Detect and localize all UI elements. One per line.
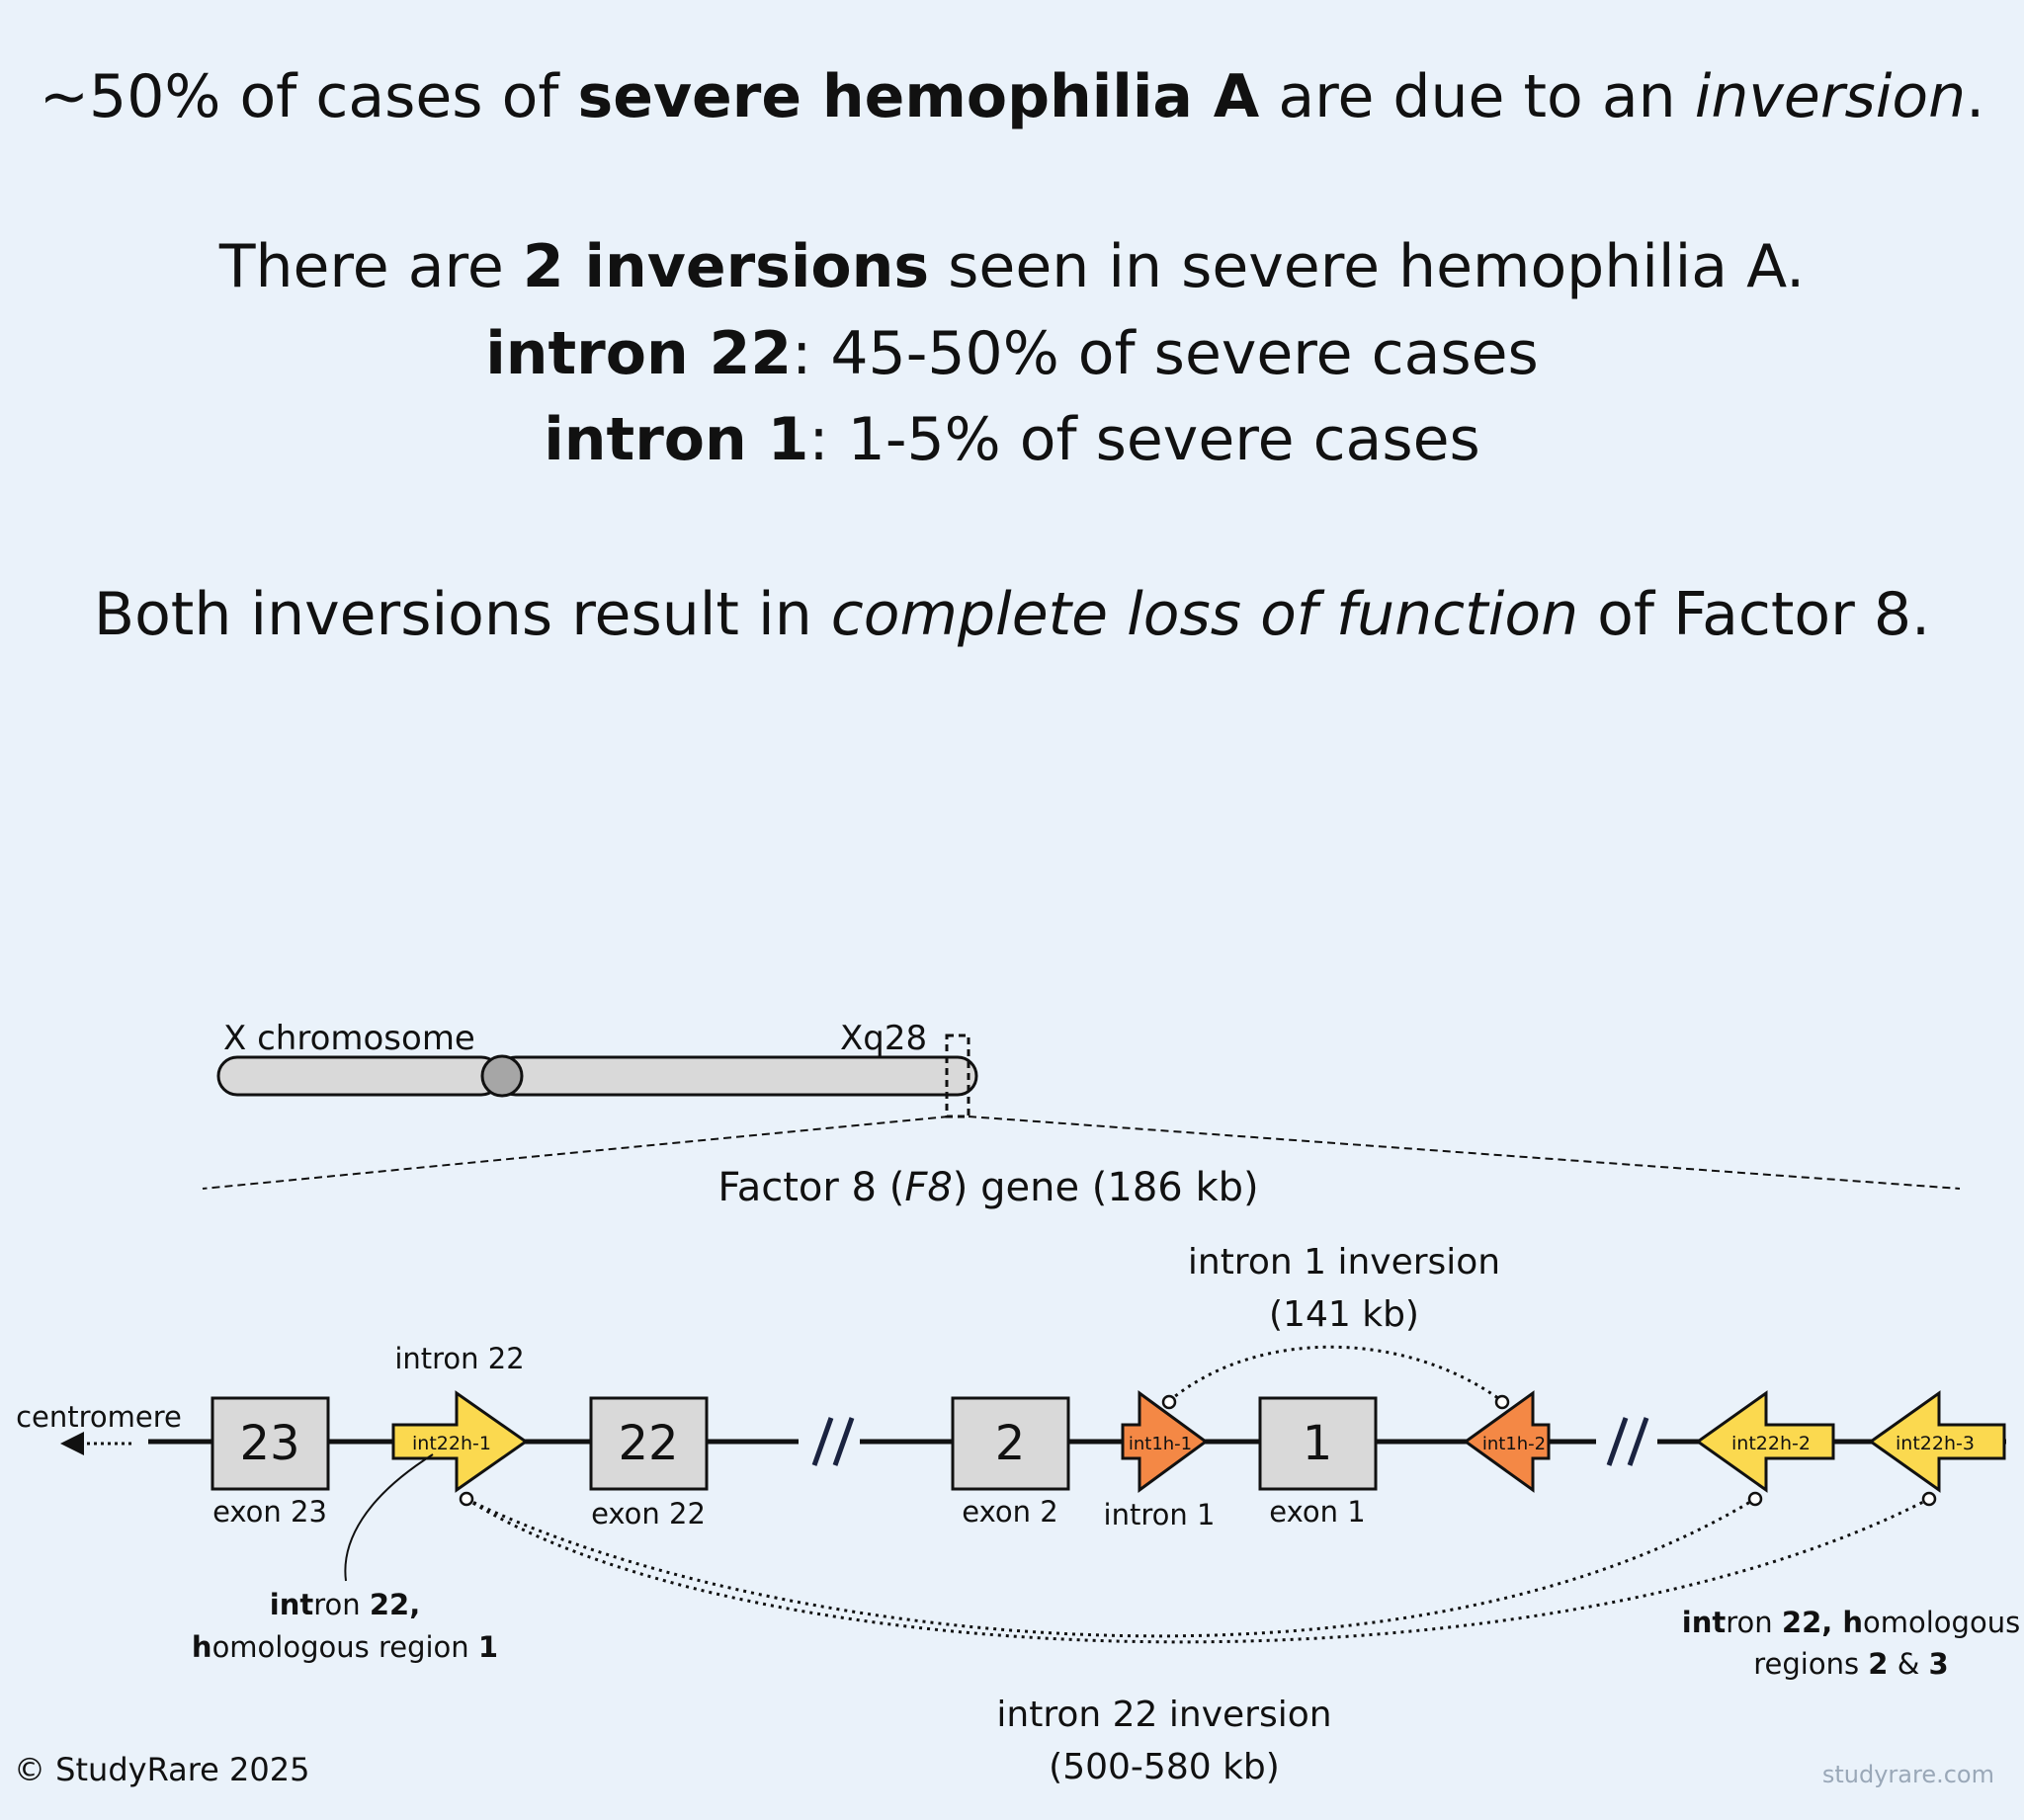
callout-homologous-regions-2-3-line2: regions 2 & 3 [1753, 1647, 1948, 1681]
intron-22-inversion-arc-h2 [465, 1497, 1756, 1638]
chromosome-long-arm [495, 1055, 978, 1097]
headline-intron1-frequency: intron 1: 1-5% of severe cases [544, 405, 1480, 474]
chromosome-short-arm [216, 1055, 502, 1097]
headline-loss-of-function: Both inversions result in complete loss … [93, 580, 1931, 649]
intron-1-inversion-arc [1168, 1345, 1503, 1403]
exon-22-label: exon 22 [591, 1497, 706, 1530]
svg-text:int22h-3: int22h-3 [1896, 1433, 1975, 1454]
exon-2: 2 exon 2 [951, 1396, 1070, 1529]
xq28-label: Xq28 [840, 1019, 927, 1058]
website-link[interactable]: studyrare.com [1821, 1761, 1994, 1788]
int22h-3-arrow: int22h-3 [1868, 1390, 2006, 1493]
int1h-1-arrow: int1h-1 [1121, 1390, 1209, 1493]
copyright-notice: © StudyRare 2025 [14, 1751, 310, 1788]
headline-two-inversions: There are 2 inversions seen in severe he… [218, 232, 1806, 301]
exon-23: 23 exon 23 [211, 1396, 330, 1529]
callout-homologous-region-1-line2: homologous region 1 [192, 1630, 498, 1664]
centromere-constriction [480, 1054, 524, 1098]
exon-2-label: exon 2 [962, 1495, 1057, 1529]
exon-23-number: 23 [239, 1416, 299, 1471]
int1h-2-junction-dot [1494, 1394, 1510, 1410]
int22h-3-junction-dot [1921, 1491, 1937, 1507]
intron-22-inversion-arc-h3 [465, 1497, 1930, 1644]
callout-homologous-regions-2-3-line1: intron 22, homologous [1682, 1606, 2020, 1639]
xq28-highlight-box [945, 1034, 970, 1118]
zoom-line-right [968, 1116, 1961, 1190]
int22h-1-arrow: int22h-1 [391, 1390, 529, 1493]
svg-text:int1h-2: int1h-2 [1482, 1434, 1546, 1454]
centromere-label: centromere [16, 1400, 182, 1434]
int22h-2-junction-dot [1747, 1491, 1763, 1507]
intron-1-inversion-size: (141 kb) [1269, 1294, 1419, 1335]
gene-title: Factor 8 (F8) gene (186 kb) [717, 1165, 1258, 1210]
exon-1-number: 1 [1303, 1416, 1333, 1471]
x-chromosome: X chromosome Xq28 [202, 1019, 1961, 1190]
intron-22-label: intron 22 [394, 1342, 524, 1375]
int1h-2-arrow: int1h-2 [1463, 1390, 1551, 1493]
intron-1-label: intron 1 [1104, 1498, 1216, 1531]
int1h-1-junction-dot [1161, 1394, 1177, 1410]
intron-22-inversion-size: (500-580 kb) [1049, 1747, 1280, 1787]
zoom-line-left [202, 1116, 950, 1190]
headline-inversion-share: ~50% of cases of severe hemophilia A are… [39, 62, 1985, 131]
callout-homologous-region-1-line1: intron 22, [270, 1588, 420, 1621]
exon-1-label: exon 1 [1269, 1495, 1365, 1529]
headline-intron22-frequency: intron 22: 45-50% of severe cases [485, 319, 1539, 388]
exon-2-number: 2 [995, 1416, 1026, 1471]
svg-text:int1h-1: int1h-1 [1129, 1434, 1192, 1454]
exon-23-label: exon 23 [212, 1495, 327, 1529]
svg-text:int22h-2: int22h-2 [1731, 1433, 1811, 1454]
intron-22-inversion-title: intron 22 inversion [996, 1695, 1331, 1735]
exon-22: 22 exon 22 [589, 1396, 709, 1530]
int22h-1-junction-dot [459, 1491, 474, 1507]
intron-1-inversion-title: intron 1 inversion [1188, 1242, 1500, 1282]
exon-1: 1 exon 1 [1258, 1396, 1378, 1529]
callout-leader-line [344, 1453, 434, 1582]
svg-text:int22h-1: int22h-1 [412, 1433, 491, 1454]
exon-22-number: 22 [618, 1416, 678, 1471]
sequence-break-left [799, 1417, 860, 1466]
sequence-break-right [1596, 1417, 1657, 1466]
int22h-2-arrow: int22h-2 [1695, 1390, 1835, 1493]
x-chromosome-label: X chromosome [223, 1019, 475, 1058]
